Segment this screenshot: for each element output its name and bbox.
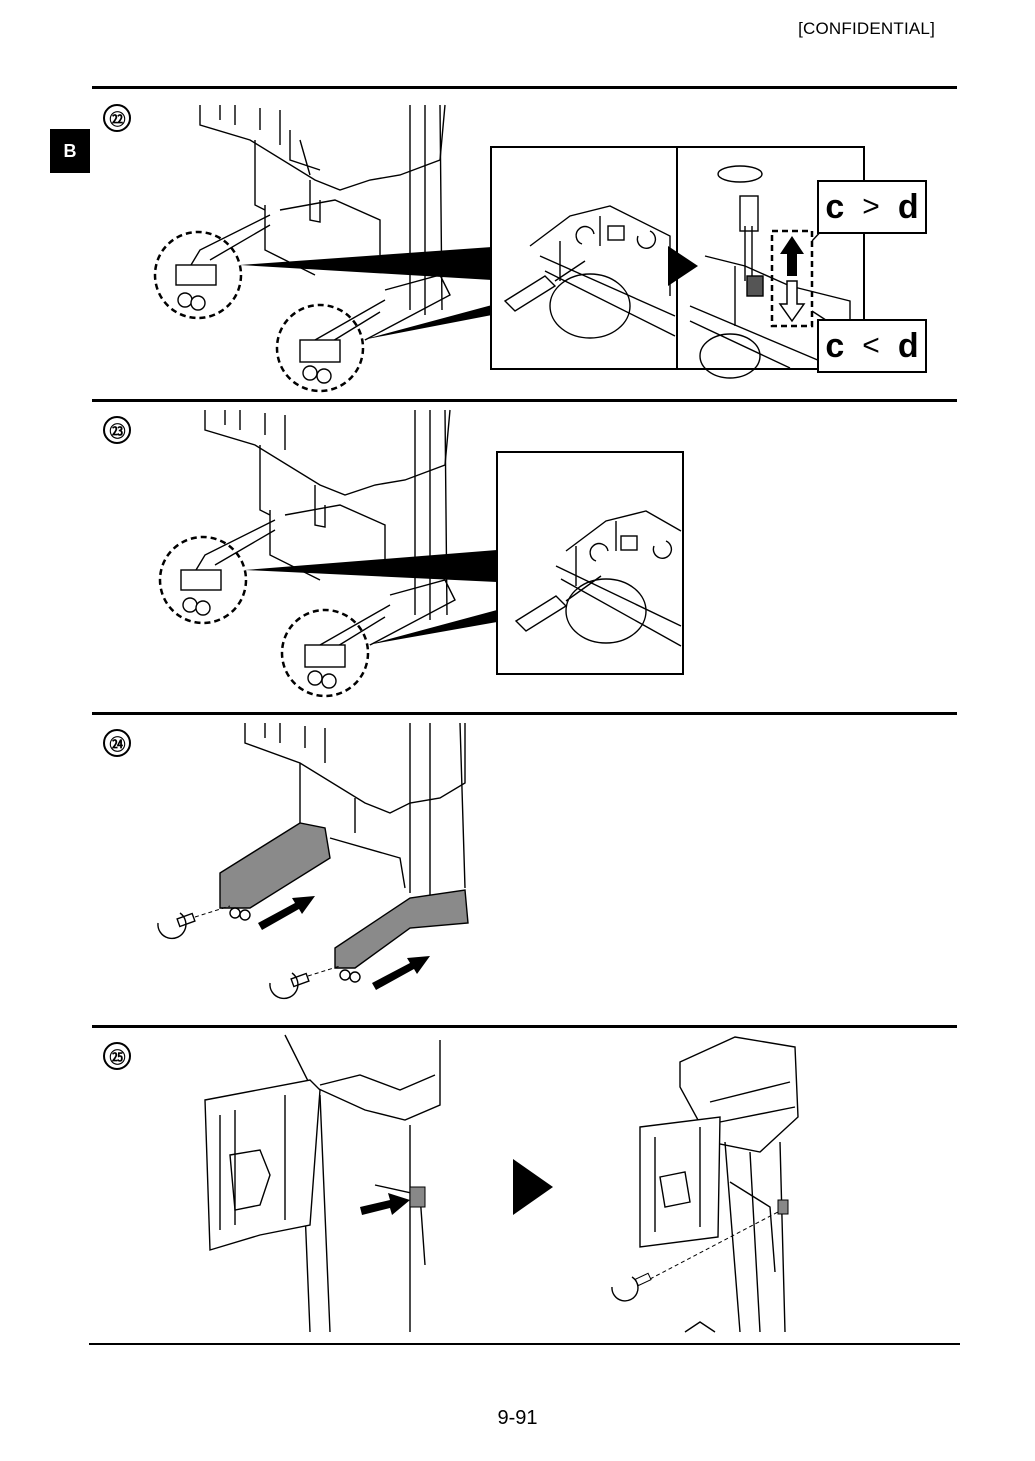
confidential-header: [CONFIDENTIAL] <box>798 19 935 38</box>
callout-left: c <box>825 187 845 226</box>
callout-operator: < <box>862 329 880 362</box>
step-24-leg-cover-illustration <box>157 722 469 1000</box>
callout-c-greater-d: c > d <box>817 180 927 234</box>
divider-top <box>92 86 957 89</box>
step-23-stand-illustration <box>158 409 497 698</box>
page-number: 9-91 <box>497 1407 538 1429</box>
step-22-stand-illustration <box>153 104 492 393</box>
callout-left: c <box>825 326 845 365</box>
step-number-25: ㉕ <box>103 1042 131 1070</box>
divider-step-23 <box>92 399 957 402</box>
divider-step-24 <box>92 712 957 715</box>
step-25-next-arrow <box>513 1159 553 1215</box>
callout-right: d <box>897 187 919 226</box>
section-tab: B <box>50 129 90 173</box>
step-number-24: ㉔ <box>103 729 131 757</box>
callout-operator: > <box>862 190 880 223</box>
step-number-22: ㉒ <box>103 104 131 132</box>
callout-c-less-d: c < d <box>817 319 927 373</box>
divider-step-25 <box>92 1025 957 1028</box>
divider-bottom <box>89 1343 960 1345</box>
step-25-door-left-illustration <box>204 1034 441 1333</box>
callout-right: d <box>897 326 919 365</box>
step-25-door-right-illustration <box>611 1036 799 1333</box>
step-23-detail-inset <box>496 451 684 675</box>
step-number-23: ㉓ <box>103 416 131 444</box>
step-22-detail-inset <box>490 146 865 379</box>
